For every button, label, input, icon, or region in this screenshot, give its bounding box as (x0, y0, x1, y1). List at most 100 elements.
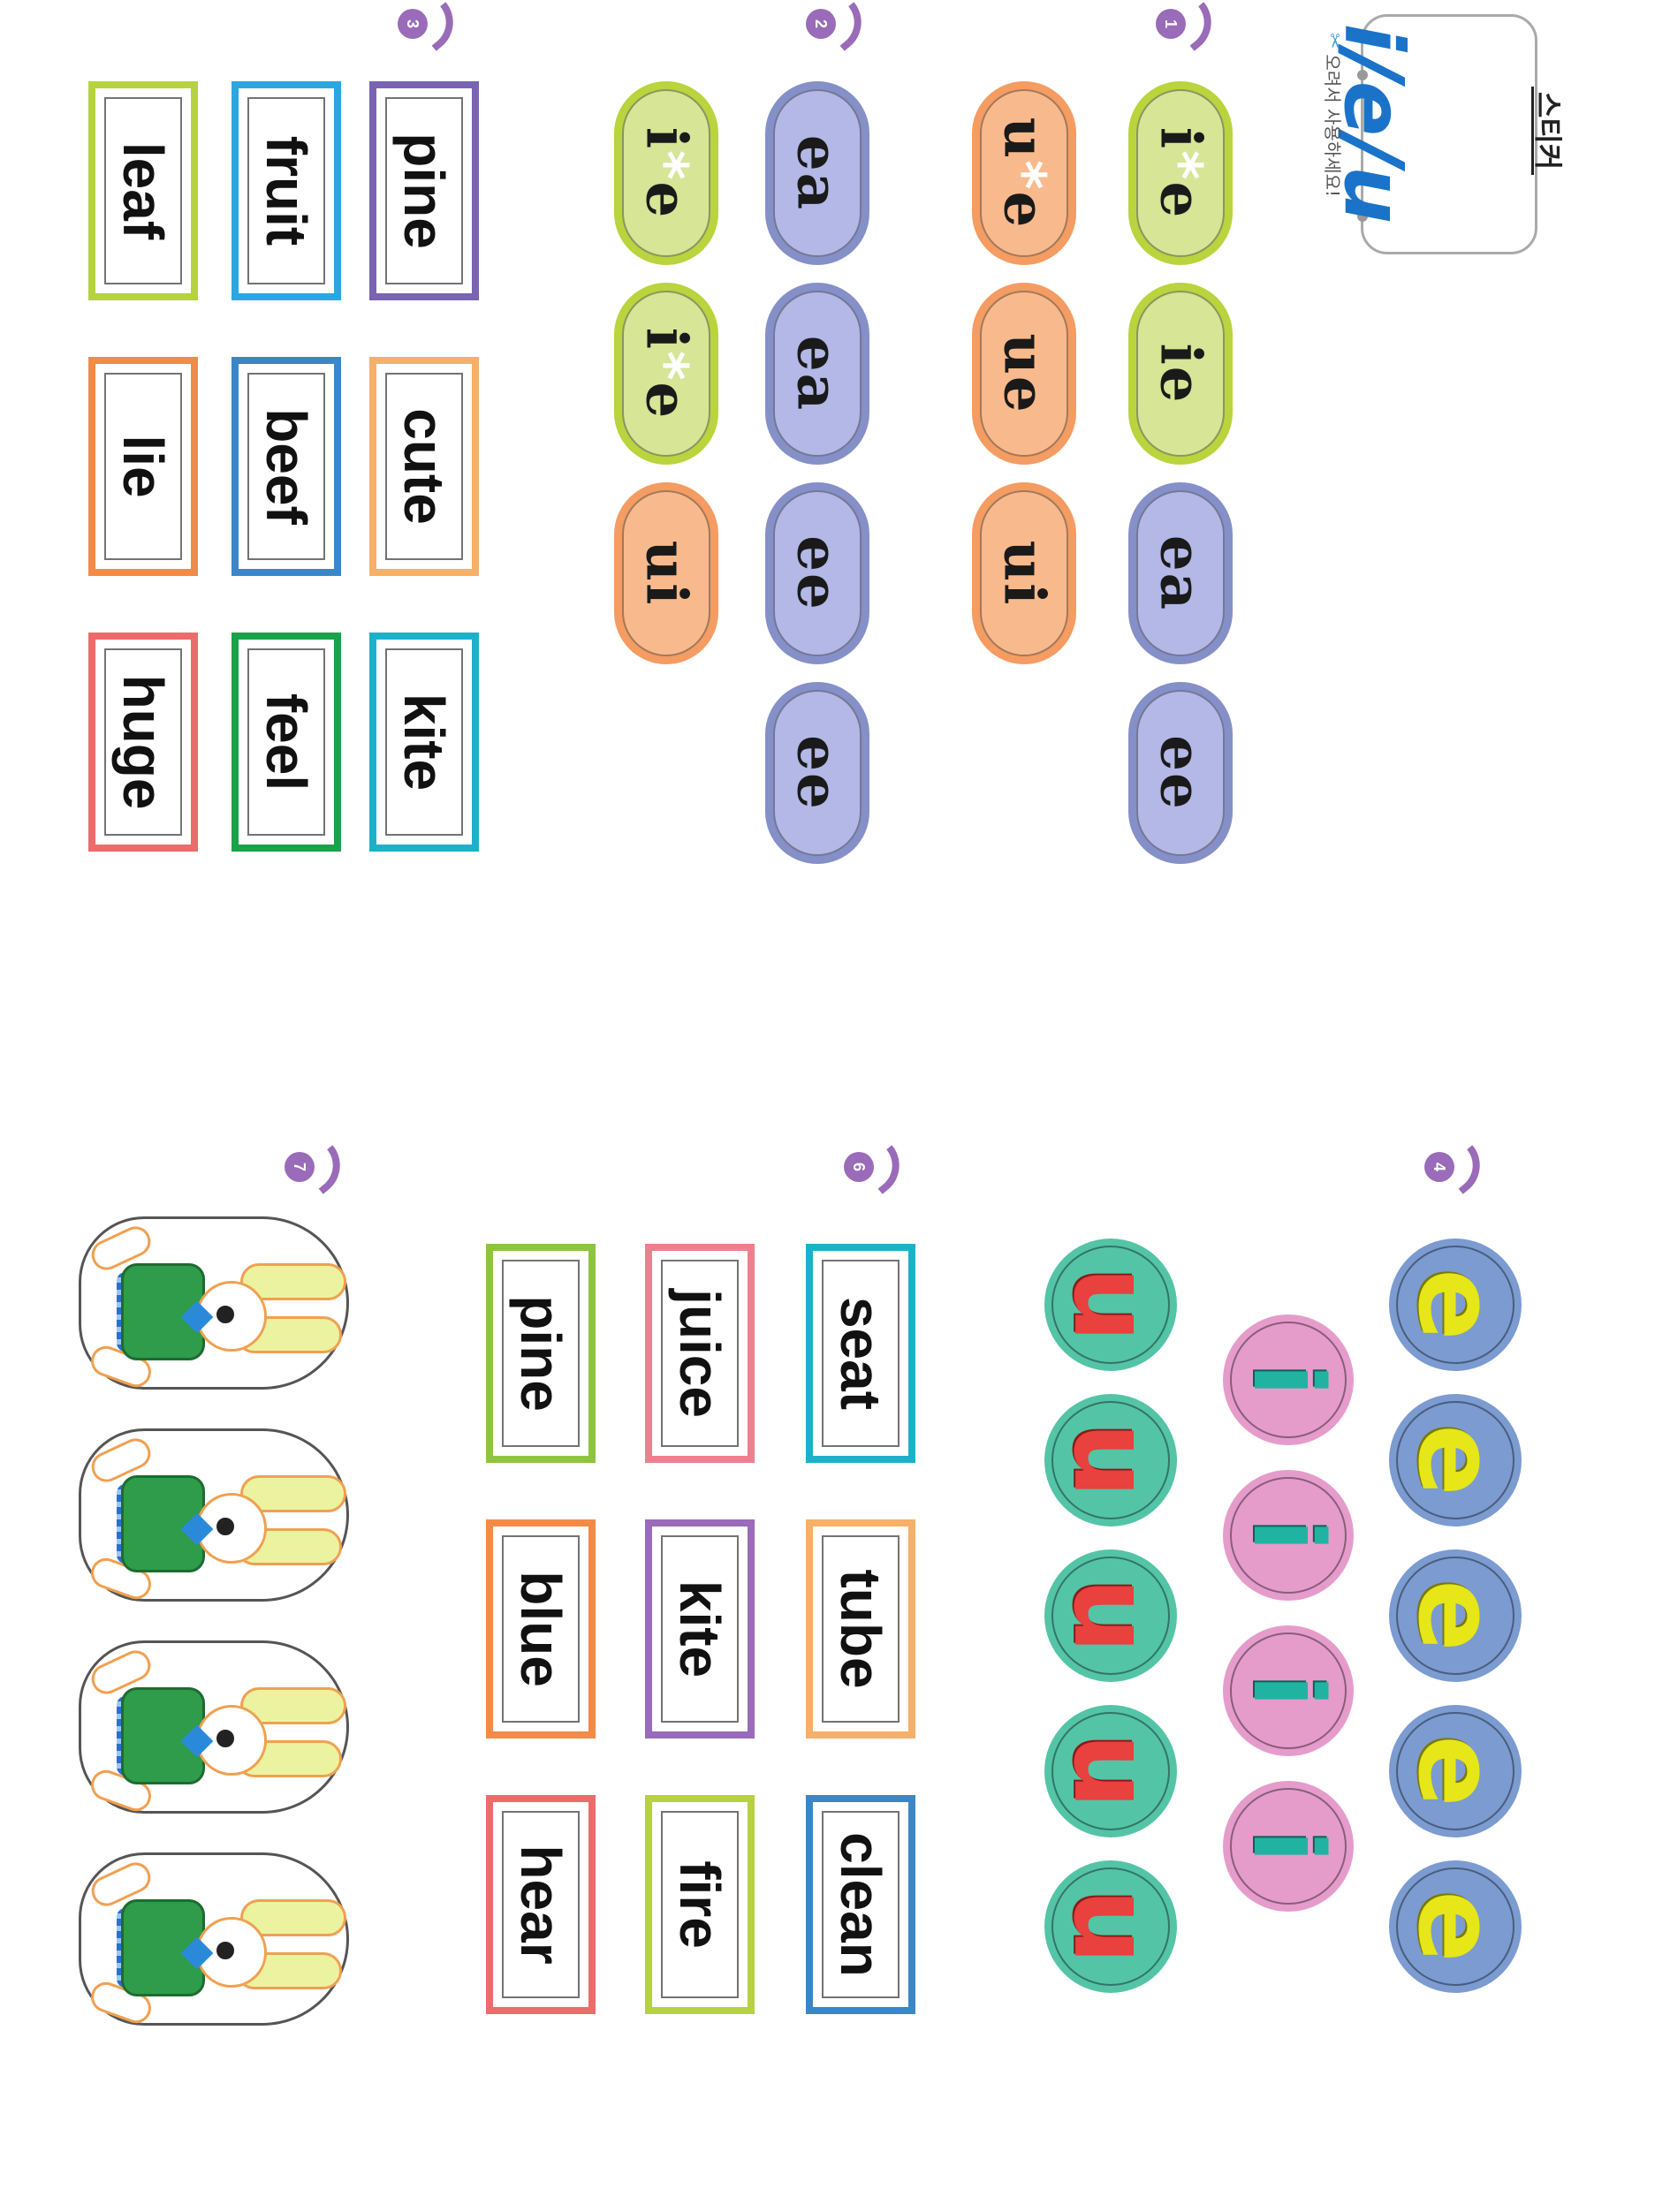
word-card[interactable]: blue (486, 1519, 596, 1739)
letter-circle-e[interactable]: e (1389, 1705, 1522, 1837)
letter-circle-u[interactable]: u (1044, 1860, 1177, 1993)
word-card-label: kite (668, 1579, 732, 1678)
word-card[interactable]: beef (232, 357, 341, 576)
letter-e: e (1394, 1890, 1517, 1963)
sticker-pill[interactable]: i*e (614, 81, 718, 265)
word-card-label: beef (254, 408, 318, 525)
sticker-pill[interactable]: ie (1128, 283, 1233, 465)
pill-label: ea (784, 335, 851, 413)
word-card[interactable]: kite (645, 1519, 755, 1739)
sticker-pill[interactable]: i*e (614, 283, 718, 465)
rabbit-sticker-icon[interactable] (81, 1837, 346, 2041)
scissor-icon: ✂ (1323, 32, 1346, 49)
label-hole-dot (1357, 70, 1368, 80)
letter-circle-e[interactable]: e (1389, 1860, 1522, 1993)
rabbit-sticker-icon[interactable] (81, 1413, 346, 1617)
word-card[interactable]: cute (369, 357, 479, 576)
letter-circle-i[interactable]: i (1223, 1781, 1354, 1912)
letter-circle-u[interactable]: u (1044, 1549, 1177, 1682)
letter-e: e (1394, 1424, 1517, 1496)
sticker-pill[interactable]: ui (614, 482, 718, 664)
sticker-pill[interactable]: i*e (1128, 81, 1233, 265)
word-card-label: tube (829, 1569, 892, 1689)
sticker-pill[interactable]: ee (765, 682, 869, 864)
letter-u: u (1050, 1889, 1173, 1965)
sticker-pill[interactable]: ea (1128, 482, 1233, 664)
word-card[interactable]: clean (806, 1795, 915, 2014)
word-card-label: juice (668, 1289, 732, 1418)
word-card[interactable]: pine (369, 81, 479, 300)
letter-circle-e[interactable]: e (1389, 1239, 1522, 1371)
letter-e: e (1394, 1735, 1517, 1807)
word-card-label: lie (111, 435, 175, 498)
pill-label: i*e (1147, 126, 1214, 220)
pill-label: ie (1147, 343, 1214, 405)
word-card[interactable]: leaf (88, 81, 198, 300)
asterisk-icon: * (633, 150, 699, 182)
asterisk-icon: * (1147, 150, 1213, 182)
word-card[interactable]: feel (232, 633, 341, 852)
letter-circle-u[interactable]: u (1044, 1394, 1177, 1526)
pill-label: ee (1147, 735, 1214, 811)
sticker-pill[interactable]: ea (765, 81, 869, 265)
letter-circle-e[interactable]: e (1389, 1394, 1522, 1526)
badge-tail-icon (862, 1145, 913, 1194)
letter-e: e (1394, 1579, 1517, 1652)
asterisk-icon: * (991, 160, 1057, 192)
word-card-label: blue (509, 1571, 573, 1687)
word-card-label: huge (111, 674, 175, 810)
pill-label: u*e (991, 117, 1058, 230)
rabbit-sticker-icon[interactable] (81, 1625, 346, 1829)
word-card-label: fruit (254, 135, 318, 246)
word-card[interactable]: pine (486, 1244, 596, 1463)
letter-circle-i[interactable]: i (1223, 1470, 1354, 1601)
word-card-label: cute (392, 408, 456, 525)
word-card[interactable]: tube (806, 1519, 915, 1739)
word-card-label: hear (509, 1845, 573, 1965)
word-card[interactable]: fruit (232, 81, 341, 300)
pill-label: ee (784, 735, 851, 811)
pill-label: i*e (633, 126, 700, 220)
letter-u: u (1050, 1733, 1173, 1809)
sticker-pill[interactable]: ee (1128, 682, 1233, 864)
letter-i: i (1232, 1674, 1345, 1708)
pill-label: ue (991, 333, 1058, 414)
word-card-label: seat (829, 1296, 892, 1411)
asterisk-icon: * (633, 351, 699, 383)
letter-e: e (1394, 1269, 1517, 1341)
sticker-pill[interactable]: ea (765, 283, 869, 465)
badge-tail-icon (1442, 1145, 1493, 1194)
badge-tail-icon (824, 2, 875, 51)
sticker-pill[interactable]: ue (972, 283, 1076, 465)
letter-circle-i[interactable]: i (1223, 1314, 1354, 1445)
rabbit-sticker-icon[interactable] (81, 1201, 346, 1405)
word-card-label: pine (392, 133, 456, 249)
sticker-pill[interactable]: u*e (972, 81, 1076, 265)
letter-circle-e[interactable]: e (1389, 1549, 1522, 1682)
word-card[interactable]: huge (88, 633, 198, 852)
sticker-pill[interactable]: ui (972, 482, 1076, 664)
letter-circle-i[interactable]: i (1223, 1625, 1354, 1756)
letter-u: u (1050, 1267, 1173, 1343)
sticker-pill[interactable]: ee (765, 482, 869, 664)
cut-instruction: ✂ 오려서 사용하세요! (1317, 18, 1352, 212)
word-card[interactable]: hear (486, 1795, 596, 2014)
word-card[interactable]: seat (806, 1244, 915, 1463)
pill-label: ui (633, 540, 700, 607)
word-card[interactable]: kite (369, 633, 479, 852)
word-card[interactable]: lie (88, 357, 198, 576)
label-hole-dot (1357, 211, 1368, 222)
letter-circle-u[interactable]: u (1044, 1705, 1177, 1837)
word-card-label: clean (829, 1832, 892, 1977)
title-label-box (1357, 14, 1537, 254)
word-card[interactable]: juice (645, 1244, 755, 1463)
word-card-label: feel (254, 693, 318, 792)
word-card-label: pine (509, 1295, 573, 1412)
word-card-label: kite (392, 693, 456, 792)
word-card-label: leaf (111, 141, 175, 240)
pill-label: ee (784, 535, 851, 611)
letter-circle-u[interactable]: u (1044, 1239, 1177, 1371)
cut-instruction-text: 오려서 사용하세요! (1322, 54, 1344, 197)
word-card[interactable]: fire (645, 1795, 755, 2014)
sticker-tag: 스티커 (1528, 69, 1572, 193)
